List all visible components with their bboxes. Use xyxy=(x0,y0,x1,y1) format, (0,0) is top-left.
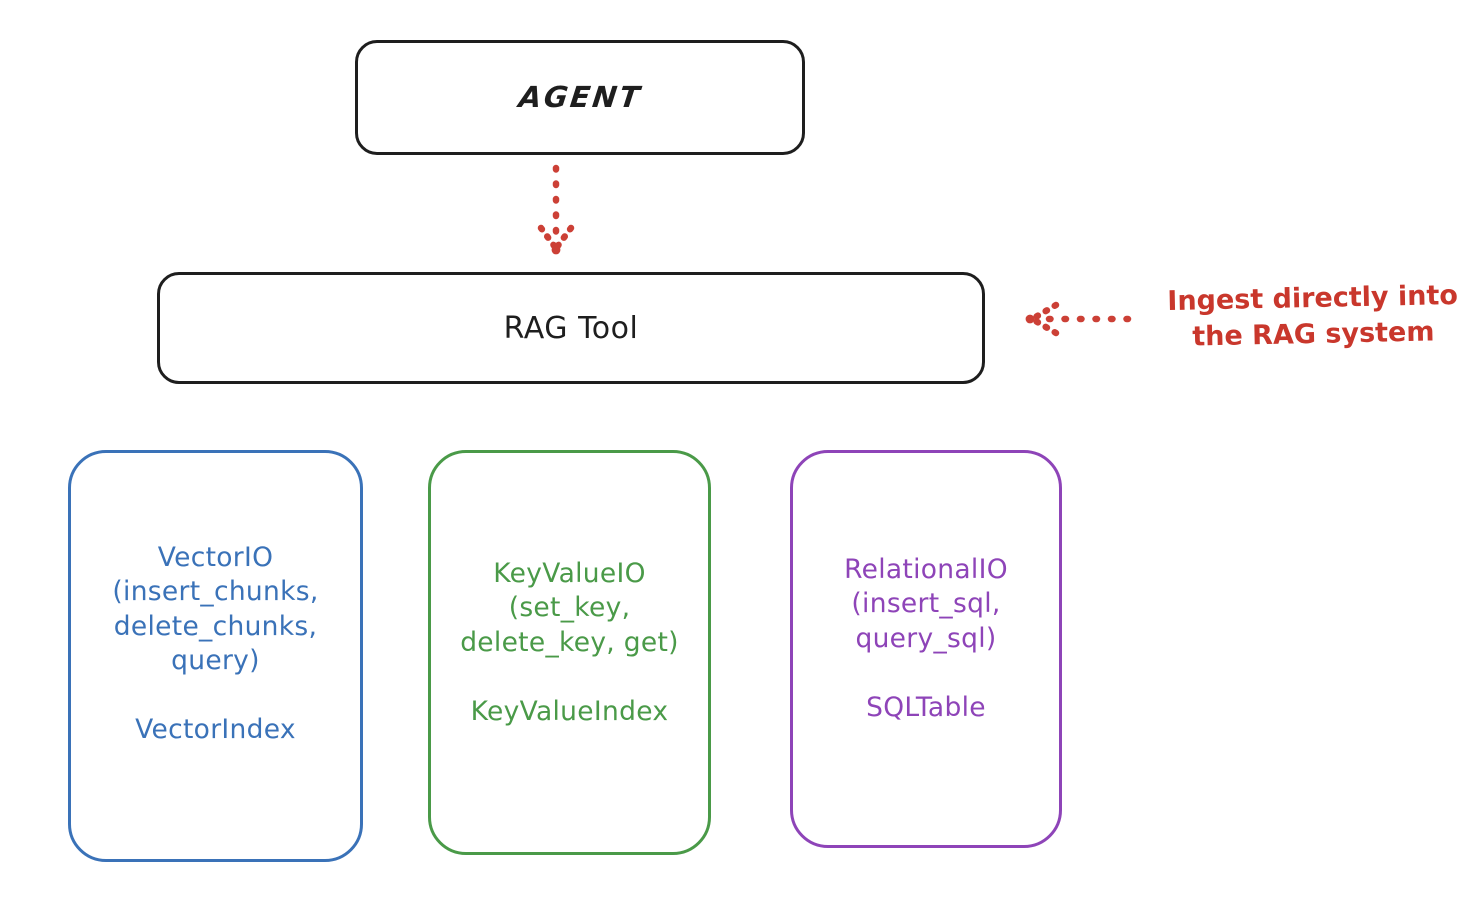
node-vector-io-label: VectorIO (insert_chunks, delete_chunks, … xyxy=(112,542,319,746)
node-relational-io-label: RelationalIO (insert_sql, query_sql) SQL… xyxy=(844,554,1008,723)
node-vector-io[interactable]: VectorIO (insert_chunks, delete_chunks, … xyxy=(68,450,363,862)
node-agent[interactable]: AGENT xyxy=(355,40,805,155)
node-key-value-io[interactable]: KeyValueIO (set_key, delete_key, get) Ke… xyxy=(428,450,711,855)
arrow-ingest-to-rag-tool xyxy=(1025,301,1132,337)
node-agent-label: AGENT xyxy=(516,79,644,114)
node-rag-tool[interactable]: RAG Tool xyxy=(157,272,985,384)
node-key-value-io-label: KeyValueIO (set_key, delete_key, get) Ke… xyxy=(460,558,679,727)
annotation-ingest-directly: Ingest directly into the RAG system xyxy=(1167,279,1459,353)
node-rag-tool-label: RAG Tool xyxy=(503,310,639,346)
node-relational-io[interactable]: RelationalIO (insert_sql, query_sql) SQL… xyxy=(790,450,1062,848)
arrow-agent-to-rag-tool xyxy=(537,164,575,255)
